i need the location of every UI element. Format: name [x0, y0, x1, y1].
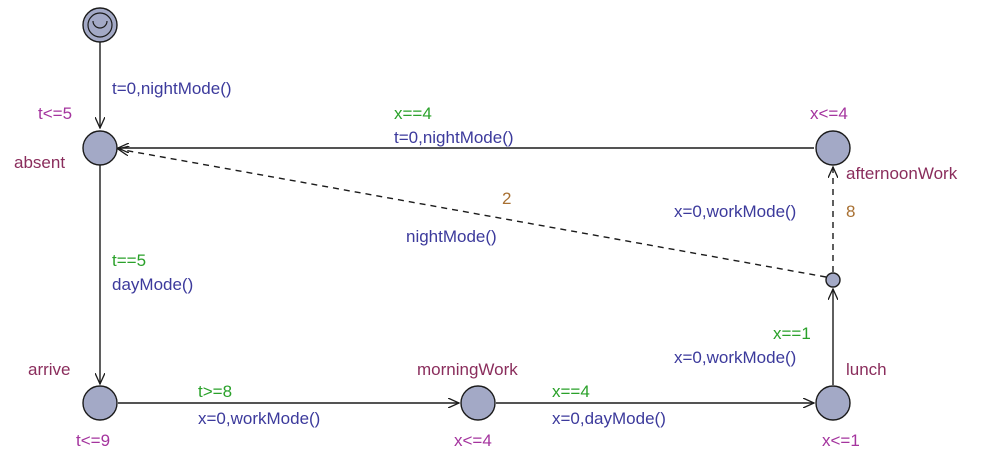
- invariant-afternoonwork: x<=4: [810, 104, 848, 123]
- location-name-morningwork: morningWork: [417, 360, 518, 379]
- invariant-morningwork: x<=4: [454, 431, 492, 450]
- invariant-lunch: x<=1: [822, 431, 860, 450]
- update-absent-to-arrive: dayMode(): [112, 275, 193, 294]
- update-lunch-to-branch: x=0,workMode(): [674, 348, 796, 367]
- guard-lunch-to-branch: x==1: [773, 324, 811, 343]
- update-afternoonwork-to-absent: t=0,nightMode(): [394, 128, 514, 147]
- location-morningwork[interactable]: [460, 385, 496, 421]
- initial-state-icon[interactable]: [82, 7, 118, 43]
- branch-point[interactable]: [825, 272, 841, 288]
- location-name-afternoonwork: afternoonWork: [846, 164, 958, 183]
- update-init-to-absent: t=0,nightMode(): [112, 79, 232, 98]
- update-morningwork-to-lunch: x=0,dayMode(): [552, 409, 666, 428]
- guard-arrive-to-morningwork: t>=8: [198, 382, 232, 401]
- location-name-absent: absent: [14, 153, 65, 172]
- location-lunch[interactable]: [815, 385, 851, 421]
- guard-afternoonwork-to-absent: x==4: [394, 104, 432, 123]
- update-arrive-to-morningwork: x=0,workMode(): [198, 409, 320, 428]
- edge-branch-to-absent[interactable]: [118, 149, 827, 278]
- guard-morningwork-to-lunch: x==4: [552, 382, 590, 401]
- invariant-arrive: t<=9: [76, 431, 110, 450]
- location-arrive[interactable]: [82, 385, 118, 421]
- probability-branch-to-afternoonwork: 8: [846, 202, 855, 221]
- location-absent[interactable]: [82, 130, 118, 166]
- probability-branch-to-absent: 2: [502, 189, 511, 208]
- location-name-arrive: arrive: [28, 360, 71, 379]
- update-branch-to-absent: nightMode(): [406, 227, 497, 246]
- invariant-absent: t<=5: [38, 104, 72, 123]
- guard-absent-to-arrive: t==5: [112, 251, 146, 270]
- location-name-lunch: lunch: [846, 360, 887, 379]
- location-afternoonwork[interactable]: [815, 130, 851, 166]
- update-branch-to-afternoonwork: x=0,workMode(): [674, 202, 796, 221]
